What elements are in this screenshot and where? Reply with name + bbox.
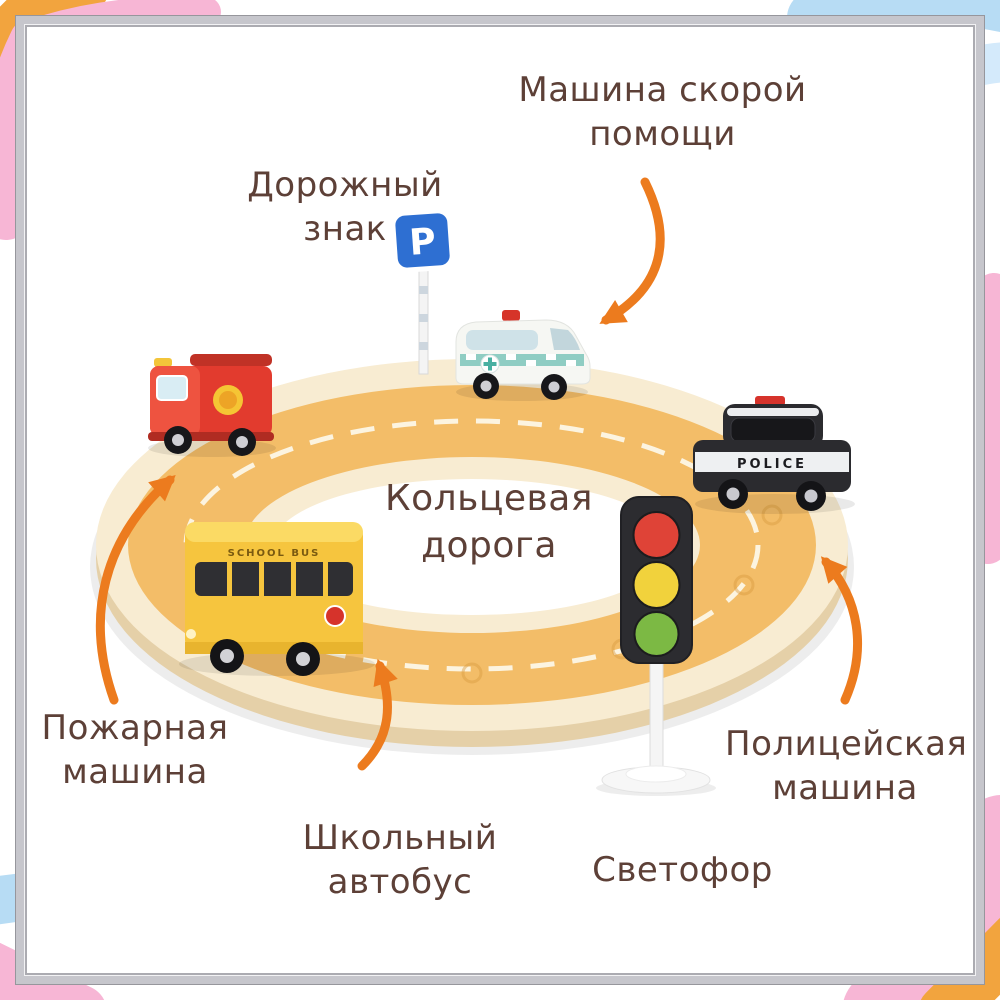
wheel-hub <box>480 380 492 392</box>
traffic-light-pole <box>649 656 664 773</box>
wheel-hub <box>236 436 248 448</box>
fire-truck-emblem-inner <box>219 391 237 409</box>
school-bus-side-text: SCHOOL BUS <box>228 548 321 559</box>
parking-sign-letter: P <box>408 221 437 264</box>
wheel-hub <box>220 649 234 663</box>
traffic-light-base-top <box>625 765 687 783</box>
wheel-hub <box>296 652 310 666</box>
school-bus: SCHOOL BUS <box>179 522 375 676</box>
traffic-light-green <box>633 611 680 657</box>
arrow-to-school-bus <box>357 658 398 771</box>
window-separators <box>227 562 328 596</box>
police-roof-trim <box>727 408 819 416</box>
wheel-hub <box>804 489 818 503</box>
parking-sign: P <box>390 208 455 375</box>
wheel-hub <box>548 381 560 393</box>
police-side-text: POLICE <box>737 457 807 472</box>
wheel-hub <box>172 434 184 446</box>
road-centerline <box>183 418 761 672</box>
medical-cross-icon <box>483 357 497 371</box>
arrow-to-fire-truck <box>95 474 176 705</box>
police-car: POLICE <box>693 396 855 514</box>
arrow-to-ambulance <box>599 177 665 325</box>
ambulance-beacon <box>502 310 520 321</box>
track-center-hole <box>272 479 672 615</box>
brush-blue-top-right-1 <box>787 0 1000 46</box>
annotation-arrows <box>95 177 863 771</box>
fire-truck <box>148 354 276 457</box>
ambulance-body <box>455 319 591 385</box>
traffic-light-red <box>632 511 681 559</box>
brush-pink-bottom-left <box>0 943 105 1000</box>
ambulance <box>455 310 591 401</box>
pole-stripe <box>419 314 428 322</box>
brush-pink-right <box>969 273 1000 564</box>
ambulance-window <box>466 330 538 350</box>
fire-truck-window <box>156 375 188 401</box>
school-bus-roof <box>185 522 363 542</box>
pole-stripe <box>419 342 428 350</box>
fire-truck-ladder <box>190 354 272 366</box>
police-windows <box>730 417 816 443</box>
parking-sign-board: P <box>390 208 455 273</box>
school-bus-window-band <box>195 562 353 596</box>
bus-stop-sign <box>324 605 346 627</box>
ambulance-windshield <box>550 328 580 350</box>
fire-truck-beacon <box>154 358 172 367</box>
wheel-hub <box>726 487 740 501</box>
traffic-light <box>596 496 716 796</box>
arrow-to-police-car <box>820 556 863 705</box>
school-bus-shadow <box>179 652 375 676</box>
ambulance-checker-stripe <box>460 354 584 366</box>
traffic-light-yellow <box>632 561 681 609</box>
pole-stripe <box>419 286 428 294</box>
bus-headlight <box>186 629 196 639</box>
police-lightbar <box>755 396 785 406</box>
police-white-band <box>695 452 849 472</box>
